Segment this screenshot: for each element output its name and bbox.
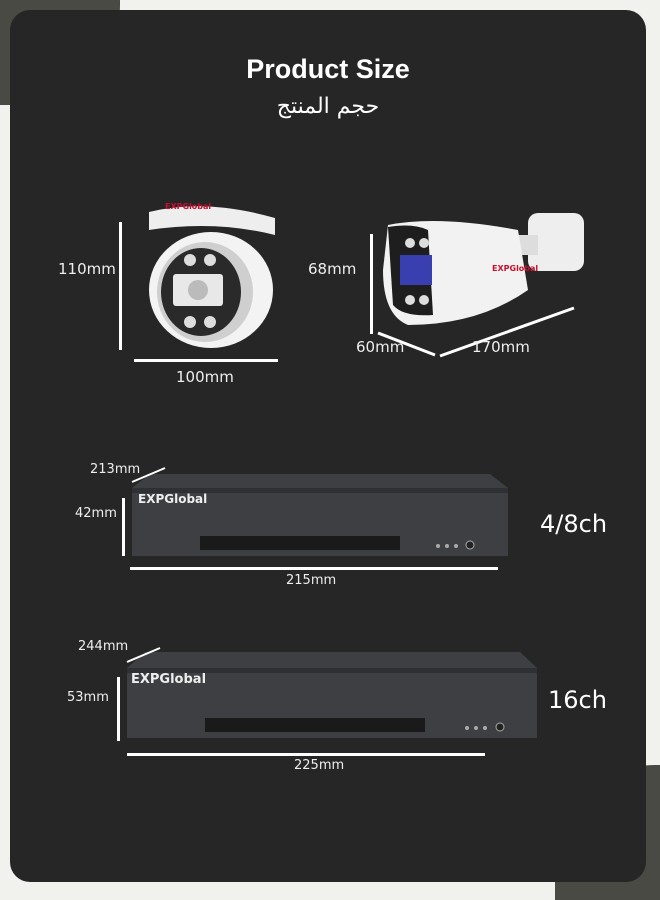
dome-height-line (119, 222, 122, 350)
recorder-4-8ch-image (132, 474, 508, 556)
recorder-4-8ch-height-label: 42mm (75, 506, 117, 521)
page-title: Product Size (246, 54, 410, 84)
bullet-depth-label: 60mm (356, 338, 405, 356)
recorder-16ch-channels: 16ch (548, 686, 607, 714)
bullet-camera-image (383, 213, 584, 325)
recorder-16ch-height-line (117, 677, 120, 741)
recorder-16ch-height-label: 53mm (67, 690, 109, 705)
dome-brand-logo: EXPGlobal (165, 202, 212, 211)
recorder-16ch-depth-line (126, 647, 161, 663)
dome-height-label: 110mm (58, 260, 116, 278)
recorder-4-8ch-brand-logo: EXPGlobal (138, 492, 208, 506)
recorder-4-8ch-depth-label: 213mm (90, 462, 141, 477)
recorder-4-8ch-width-line (130, 567, 498, 570)
dome-camera-image (149, 206, 275, 348)
recorder-4-8ch-width-label: 215mm (286, 573, 337, 588)
bullet-dimension-lines (377, 306, 575, 358)
recorder-16ch-image (127, 652, 537, 738)
recorder-16ch-width-label: 225mm (294, 758, 345, 773)
dome-width-line (134, 359, 278, 362)
bullet-length-label: 170mm (472, 338, 530, 356)
recorder-16ch-brand-logo: EXPGlobal (131, 672, 207, 687)
product-size-card: Product Size حجم المنتج EXPGlobal 110mm … (10, 10, 646, 882)
recorder-4-8ch-height-line (122, 498, 125, 556)
recorder-4-8ch-channels: 4/8ch (540, 510, 608, 538)
recorder-16ch-depth-label: 244mm (78, 639, 129, 654)
recorder-4-8ch-depth-line (131, 467, 166, 483)
bullet-height-line (370, 234, 373, 334)
bullet-height-label: 68mm (308, 260, 357, 278)
page-subtitle-arabic: حجم المنتج (276, 94, 380, 119)
recorder-16ch-width-line (127, 753, 485, 756)
bullet-brand-logo: EXPGlobal (492, 264, 539, 273)
dome-width-label: 100mm (176, 368, 234, 386)
